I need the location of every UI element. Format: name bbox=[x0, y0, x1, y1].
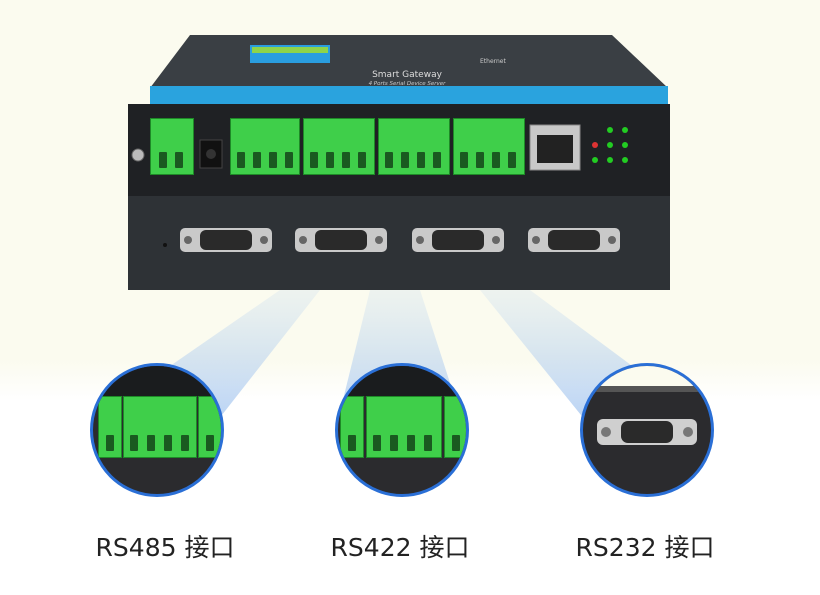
callout-label-rs422: RS422 接口 bbox=[330, 533, 470, 562]
power-terminal bbox=[150, 118, 194, 175]
device-subtitle-text: 4 Ports Serial Device Server bbox=[369, 81, 447, 87]
terminal-block-3 bbox=[378, 118, 450, 175]
device-title-text: Smart Gateway bbox=[372, 70, 443, 80]
zoom-circle-rs232 bbox=[580, 363, 714, 497]
ground-screw bbox=[131, 148, 145, 162]
db9-ports bbox=[180, 228, 620, 252]
db9-port-3 bbox=[412, 228, 504, 252]
db9-port-1 bbox=[180, 228, 272, 252]
zoom-circle-rs485 bbox=[90, 363, 224, 497]
db9-port-4 bbox=[528, 228, 620, 252]
status-leds bbox=[592, 127, 628, 163]
ethernet-text: Ethernet bbox=[480, 58, 506, 65]
label-strip bbox=[150, 86, 668, 104]
terminal-block-4 bbox=[453, 118, 525, 175]
callout-label-rs232: RS232 接口 bbox=[575, 533, 715, 562]
db9-port-2 bbox=[295, 228, 387, 252]
terminal-block-1 bbox=[230, 118, 300, 175]
callout-label-rs485: RS485 接口 bbox=[95, 533, 235, 562]
zoom-circle-rs422 bbox=[335, 363, 469, 497]
terminal-block-2 bbox=[303, 118, 375, 175]
